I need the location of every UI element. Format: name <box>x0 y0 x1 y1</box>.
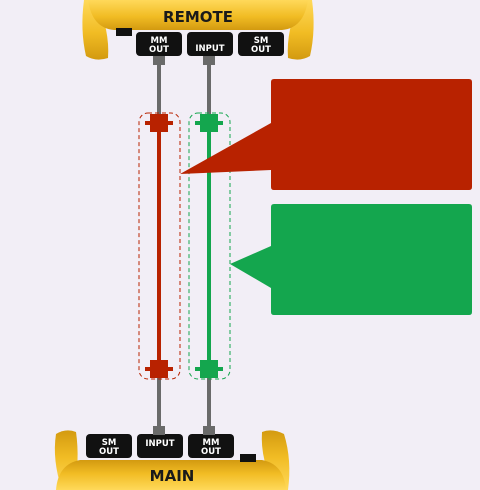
red-cable-bottom-connector <box>145 360 173 378</box>
main-green-stub-plug <box>203 426 215 435</box>
green-callout <box>230 204 472 315</box>
red-cable-top-connector <box>145 114 173 132</box>
main-port-mm-out-line2: OUT <box>201 447 221 457</box>
main-port-mm-out: MM OUT <box>188 434 234 458</box>
main-red-stub-plug <box>153 426 165 435</box>
remote-red-stub <box>157 64 161 114</box>
remote-unit-label: REMOTE <box>163 8 233 26</box>
main-unit: MAIN SM OUT INPUT MM OUT <box>54 430 290 490</box>
main-unit-body <box>56 460 286 490</box>
main-port-input: INPUT <box>137 434 183 458</box>
green-callout-box <box>230 204 472 315</box>
remote-port-sm-out: SM OUT <box>238 32 284 56</box>
main-port-sm-out-line2: OUT <box>99 447 119 457</box>
main-port-mm-out-line1: MM <box>203 438 220 448</box>
main-port-sm-out: SM OUT <box>86 434 132 458</box>
main-unit-tab <box>240 454 256 462</box>
red-cable <box>138 112 181 380</box>
gray-connectors <box>153 56 215 435</box>
main-unit-right-ear <box>261 430 290 490</box>
remote-port-sm-out-line2: OUT <box>251 45 271 55</box>
red-cable-outline <box>138 112 181 380</box>
green-cable-outline <box>188 112 231 380</box>
main-port-sm-out-line1: SM <box>102 438 117 448</box>
green-cable-line <box>207 124 211 370</box>
remote-red-stub-plug <box>153 56 165 65</box>
main-port-input-line1: INPUT <box>145 439 174 449</box>
remote-port-input: INPUT <box>187 32 233 56</box>
green-cable <box>188 112 231 380</box>
main-red-stub <box>157 378 161 428</box>
remote-port-mm-out-line1: MM <box>151 36 168 46</box>
main-unit-label: MAIN <box>150 467 195 485</box>
red-cable-line <box>157 124 161 370</box>
red-callout <box>180 79 472 190</box>
remote-unit: REMOTE MM OUT INPUT SM OUT <box>82 0 314 60</box>
main-green-stub <box>207 378 211 428</box>
remote-port-input-line1: INPUT <box>195 44 224 54</box>
remote-unit-tab <box>116 28 132 36</box>
remote-green-stub-plug <box>203 56 215 65</box>
green-cable-bottom-connector <box>195 360 223 378</box>
red-callout-box <box>180 79 472 190</box>
remote-port-sm-out-line1: SM <box>254 36 269 46</box>
remote-unit-body <box>88 0 308 30</box>
green-cable-top-connector <box>195 114 223 132</box>
remote-green-stub <box>207 64 211 114</box>
remote-port-mm-out: MM OUT <box>136 32 182 56</box>
remote-port-mm-out-line2: OUT <box>149 45 169 55</box>
